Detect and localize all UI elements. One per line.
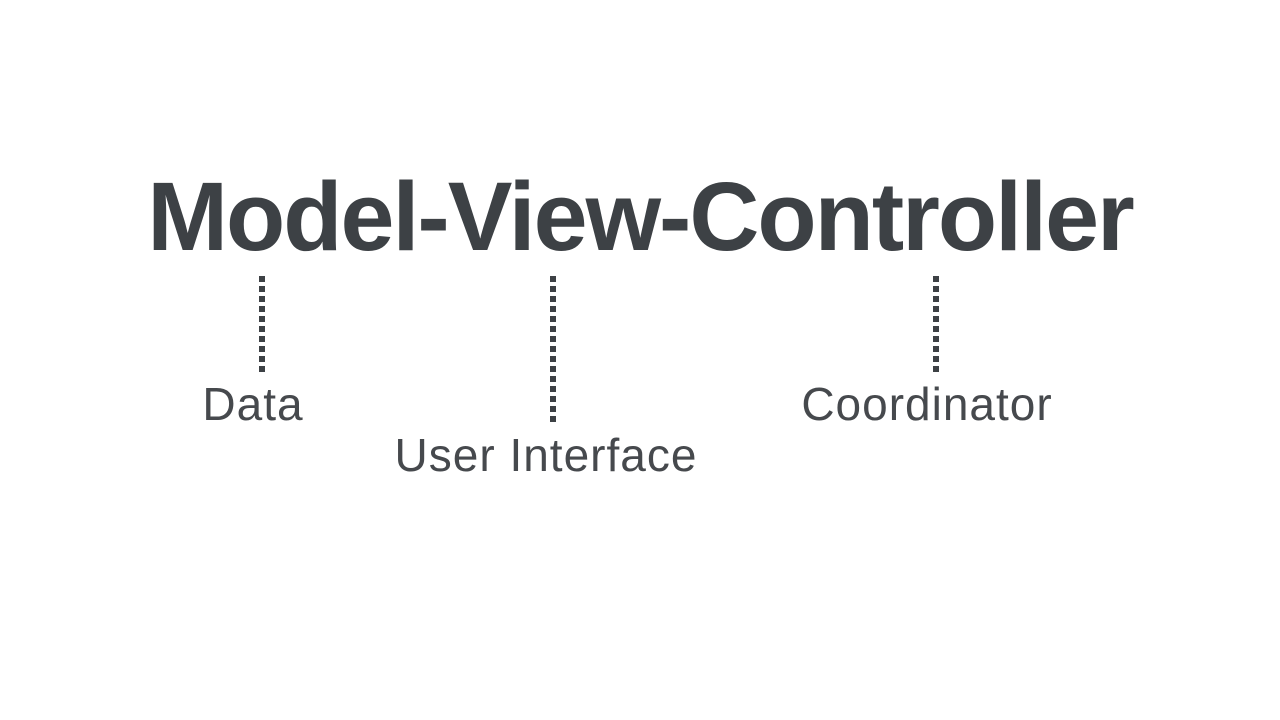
dotted-connector-controller-to-coordinator <box>933 276 939 372</box>
annotation-label-view: User Interface <box>394 429 698 481</box>
annotation-label-model: Data <box>202 378 304 430</box>
dotted-connector-view-to-user-interface <box>550 276 556 422</box>
annotation-label-controller: Coordinator <box>801 378 1053 430</box>
dotted-connector-model-to-data <box>259 276 265 372</box>
page-title: Model-View-Controller <box>147 162 1135 271</box>
